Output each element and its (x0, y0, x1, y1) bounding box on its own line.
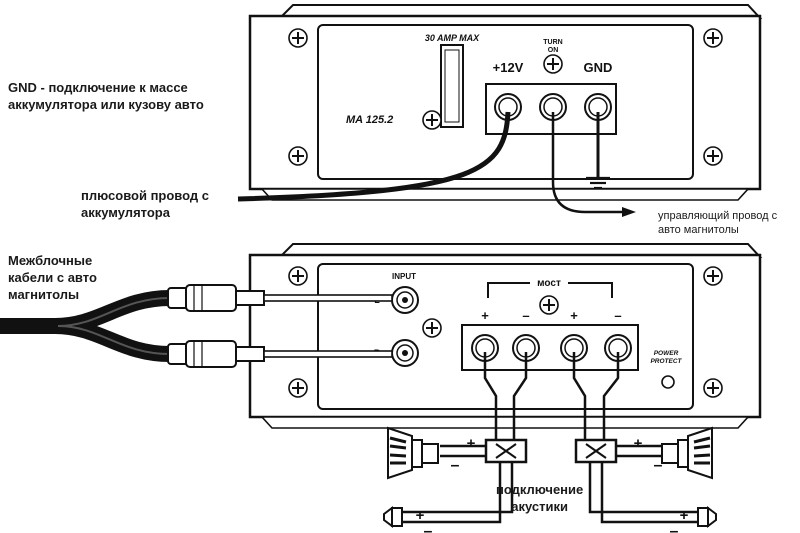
rca-jack-right (391, 339, 419, 367)
tweeter-minus-right: – (670, 523, 679, 533)
power-protect-label-2: PROTECT (650, 358, 682, 365)
woofer-right-icon (661, 426, 713, 480)
plus-wire-annotation: плюсовой провод с аккумулятора (81, 188, 209, 220)
speaker-plus-left: + (467, 435, 476, 452)
screw-icon (703, 28, 723, 48)
crossover-left (484, 438, 528, 464)
input-label: INPUT (392, 272, 416, 281)
remote-wire (551, 112, 630, 214)
screw-icon (539, 295, 559, 315)
fuse-slot (440, 44, 464, 128)
arrow-icon (622, 207, 636, 217)
rca-plug-right (167, 340, 393, 368)
rca-annotation: Межблочные кабели с авто магнитолы (8, 253, 97, 302)
amplifier-bottom: INPUT L R мост + – + – POWER PROTECT (248, 243, 763, 429)
tweeter-minus-left: – (424, 523, 433, 533)
remote-wire-annotation: управляющий провод с авто магнитолы (658, 210, 778, 236)
crossover-wires (402, 444, 700, 524)
gnd-annotation: GND - подключение к массе аккумулятора и… (8, 80, 204, 112)
screw-icon (422, 110, 442, 130)
screw-icon (543, 54, 563, 74)
rca-jack-left (391, 286, 419, 314)
polarity-plus-1: + (481, 308, 489, 323)
speaker-plus-right: + (634, 435, 643, 452)
polarity-plus-2: + (570, 308, 578, 323)
screw-icon (288, 266, 308, 286)
bridge-label: мост (537, 278, 561, 289)
tweeter-left-icon (383, 506, 403, 528)
tweeter-right-icon (697, 506, 717, 528)
turn-on-label: TURN (543, 39, 562, 46)
model-label: MA 125.2 (346, 114, 393, 126)
protect-led-icon (661, 375, 675, 389)
crossover-right (574, 438, 618, 464)
plus12v-label: +12V (493, 60, 524, 75)
amplifier-top: 30 AMP MAX MA 125.2 +12V TURN ON GND (248, 4, 763, 201)
ground-icon (586, 176, 610, 190)
screw-icon (288, 146, 308, 166)
speaker-minus-left: – (451, 457, 460, 474)
plus-12v-wire (237, 111, 511, 202)
screw-icon (288, 28, 308, 48)
screw-icon (703, 266, 723, 286)
gnd-label: GND (584, 60, 613, 75)
screw-icon (703, 146, 723, 166)
rca-plug-left (167, 284, 393, 312)
power-protect-label: POWER (654, 350, 679, 357)
speaker-wires (483, 352, 620, 440)
speakers-annotation: подключение акустики (496, 482, 584, 514)
screw-icon (703, 378, 723, 398)
turn-on-label-2: ON (548, 47, 559, 54)
bridge-bracket (487, 282, 613, 298)
amp-rating-label: 30 AMP MAX (425, 33, 480, 43)
polarity-minus-2: – (614, 308, 621, 323)
screw-icon (288, 378, 308, 398)
polarity-minus-1: – (522, 308, 529, 323)
speaker-minus-right: – (654, 457, 663, 474)
tweeter-plus-right: + (680, 507, 689, 524)
tweeter-plus-left: + (416, 507, 425, 524)
rca-cable (0, 290, 178, 362)
screw-icon (422, 318, 442, 338)
woofer-left-icon (387, 426, 439, 480)
